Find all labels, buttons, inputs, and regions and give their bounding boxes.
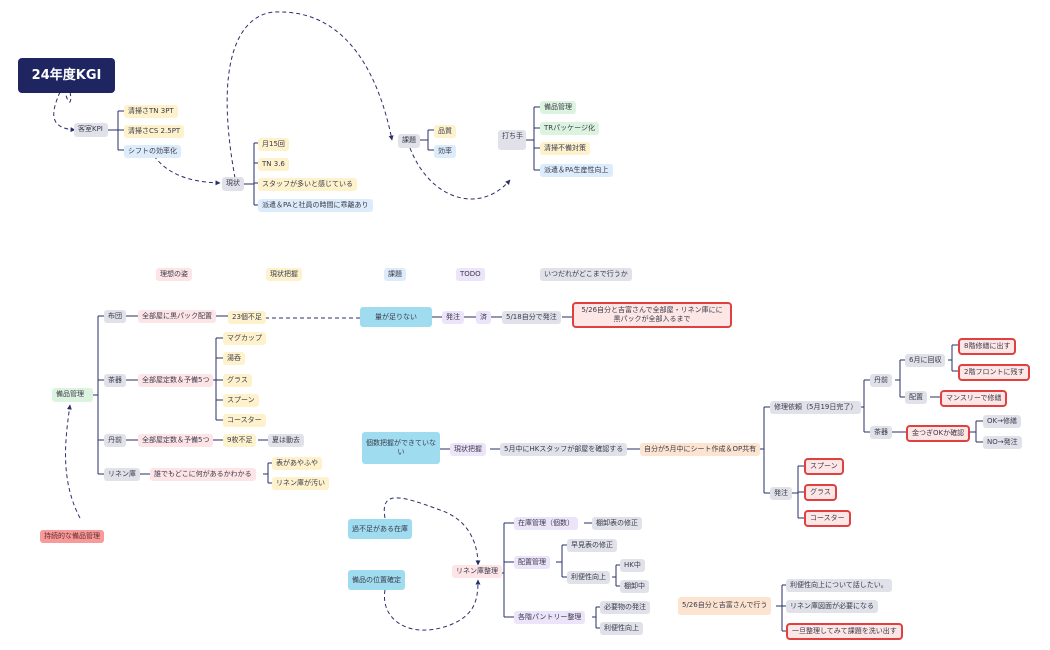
count-when[interactable]: 5月中にHKスタッフが部屋を確認する [500,443,628,456]
kpi-item-1[interactable]: 清掃さTN 3PT [124,105,178,118]
tanzen-sub[interactable]: 夏は動去 [268,434,304,447]
linen-org[interactable]: リネン庫整理 [452,565,502,578]
count-issue[interactable]: 個数把握ができていない [362,432,440,464]
ok-repair[interactable]: OK→修繕 [983,415,1021,428]
futon-issue[interactable]: 量が足りない [360,307,432,327]
measure-item-2[interactable]: TRパッケージ化 [540,122,599,135]
order-glass[interactable]: グラス [804,484,837,501]
plan-item-3[interactable]: 一旦整理してみて課題を洗い出す [786,623,903,640]
tanzen-now[interactable]: 9枚不足 [223,434,257,447]
kgi-node[interactable]: 24年度KGI [18,58,115,93]
order-spoon[interactable]: スプーン [804,458,844,475]
linen-item-2[interactable]: リネン庫が汚い [272,477,329,490]
chaki-spoon[interactable]: スプーン [223,394,259,407]
header-current: 現状把握 [266,268,302,281]
count-share[interactable]: 自分が5月中にシート作成＆OP共有 [640,443,761,456]
measure-item-4[interactable]: 派遣＆PA生産性向上 [540,164,613,177]
sustain-node[interactable]: 持続的な備品管理 [40,530,104,543]
measures-node[interactable]: 打ち手 [498,130,526,150]
monthly-repair[interactable]: マンスリーで修繕 [940,390,1008,407]
measure-item-3[interactable]: 清掃不備対策 [540,142,590,155]
kpi-item-2[interactable]: 清掃さCS 2.5PT [124,125,185,138]
cat-tanzen[interactable]: 丹前 [104,434,126,447]
convenience-2[interactable]: 利便性向上 [600,622,643,635]
order-coaster[interactable]: コースター [804,510,851,527]
measure-item-1[interactable]: 備品管理 [540,101,576,114]
kpi-item-3[interactable]: シフトの効率化 [124,145,181,158]
linen-item-1[interactable]: 表があやふや [272,457,322,470]
no-order[interactable]: NO→発注 [983,436,1022,449]
inventory-fix[interactable]: 棚卸表の修正 [592,517,642,530]
status-node[interactable]: 現状 [222,177,244,191]
plan-item-1[interactable]: 利便性向上について話したい。 [786,579,892,592]
cat-futon[interactable]: 布団 [104,310,126,323]
root-equipment[interactable]: 備品管理 [52,388,93,402]
chaki-coaster[interactable]: コースター [223,414,266,427]
issue-efficiency[interactable]: 効率 [434,145,456,158]
futon-todo-done[interactable]: 済 [476,311,491,324]
collect-june[interactable]: 6月に回収 [905,354,946,367]
ideal-futon[interactable]: 全部屋に黒パック配置 [138,310,216,323]
futon-now[interactable]: 23個不足 [228,311,266,324]
ideal-linen[interactable]: 誰でもどこに何があるかわかる [150,468,256,481]
futon-result[interactable]: 5/26自分と吉富さんで全部屋・リネン庫にに黒パックが全部入るまで [572,302,732,328]
issue-quality[interactable]: 品質 [434,125,456,138]
position-fix[interactable]: 備品の位置確定 [348,570,405,590]
header-todo: TODO [456,268,485,281]
chaki-mug[interactable]: マグカップ [223,332,266,345]
futon-todo-order[interactable]: 発注 [442,311,464,324]
chaki-yunomi[interactable]: 湯呑 [223,352,245,365]
stock-mgmt[interactable]: 在庫管理（個数） [514,517,578,530]
to-8f[interactable]: 8階修繕に出す [958,338,1017,355]
excess-stock[interactable]: 過不足がある在庫 [348,519,412,539]
chart-fix[interactable]: 早見表の修正 [567,539,617,552]
issue-node[interactable]: 課題 [398,134,420,148]
order-node[interactable]: 発注 [770,487,792,500]
layout-mgmt[interactable]: 配置管理 [514,556,550,569]
repair-tanzen[interactable]: 丹前 [870,374,892,387]
repair-chaki[interactable]: 茶器 [870,426,892,439]
chaki-glass[interactable]: グラス [223,374,252,387]
inventory-during[interactable]: 棚卸中 [620,580,649,593]
header-ideal: 理想の姿 [156,268,192,281]
status-item-4[interactable]: 派遣＆PAと社員の時間に乖離あり [258,199,373,212]
convenience-1[interactable]: 利便性向上 [567,571,610,584]
plan-item-2[interactable]: リネン庫図面が必要になる [786,600,878,613]
count-todo[interactable]: 現状把握 [450,443,486,456]
header-who: いつだれがどこまで行うか [540,268,632,281]
status-item-2[interactable]: TN 3.6 [258,158,289,171]
pantry-org[interactable]: 各階パントリー整理 [514,611,586,624]
ok-check[interactable]: 金つぎOKか確認 [906,425,971,442]
pantry-order[interactable]: 必要物の発注 [600,601,650,614]
repair-node[interactable]: 修理依頼（5月19日完了） [770,401,862,414]
place-node[interactable]: 配置 [905,391,927,404]
ideal-tanzen[interactable]: 全部屋定数＆予備5つ [138,434,214,447]
header-issue: 課題 [384,268,406,281]
cat-linen[interactable]: リネン庫 [104,468,140,481]
cat-chaki[interactable]: 茶器 [104,374,126,387]
to-2f[interactable]: 2階フロントに残す [958,364,1031,381]
status-item-1[interactable]: 月15回 [258,138,289,151]
ideal-chaki[interactable]: 全部屋定数＆予備5つ [138,374,214,387]
kpi-node[interactable]: 客室KPI [74,123,108,137]
plan-node[interactable]: 5/26自分と吉富さんで行う [678,597,772,615]
hk-during[interactable]: HK中 [620,559,645,572]
futon-when[interactable]: 5/18自分で発注 [502,311,561,324]
status-item-3[interactable]: スタッフが多いと感じている [258,178,357,191]
